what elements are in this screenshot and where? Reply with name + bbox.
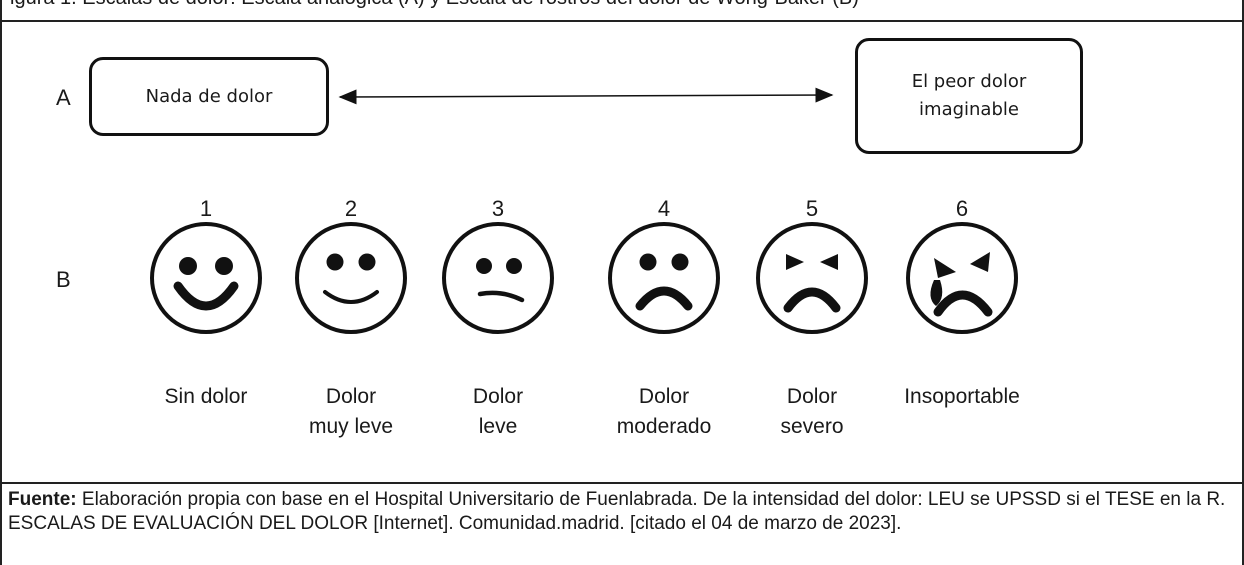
grimacing-face-icon [754, 220, 870, 336]
face-number-3: 3 [491, 196, 505, 221]
slight-smile-face-icon [293, 220, 409, 336]
face-caption-1: Sin dolor [131, 382, 281, 412]
worst-pain-box: El peor dolor imaginable [855, 38, 1083, 154]
face-caption-line: Dolor [325, 385, 377, 408]
no-pain-label: Nada de dolor [145, 85, 273, 107]
face-number-1: 1 [199, 196, 213, 221]
worst-pain-label-line1: El peor dolor [911, 71, 1027, 92]
face-caption-6: Insoportable [887, 382, 1037, 412]
face-caption-line: Insoportable [904, 385, 1020, 408]
face-number-2: 2 [344, 196, 358, 221]
face-number-6: 6 [955, 196, 969, 221]
face-caption-line: moderado [616, 415, 712, 438]
frowning-face-icon [606, 220, 722, 336]
source-text: Elaboración propia con base en el Hospit… [8, 489, 1226, 534]
figure-caption: igura 1. Escalas de dolor: Escala analóg… [10, 0, 859, 10]
face-caption-line: muy leve [308, 415, 394, 438]
face-caption-3: Dolor leve [423, 382, 573, 442]
source-note: Fuente: Elaboración propia con base en e… [8, 488, 1234, 536]
face-caption-5: Dolor severo [737, 382, 887, 442]
row-label-b: B [56, 267, 71, 292]
top-rule [0, 20, 1244, 22]
face-caption-line: severo [780, 415, 844, 438]
face-caption-line: Dolor [638, 385, 690, 408]
face-number-5: 5 [805, 196, 819, 221]
face-caption-2: Dolor muy leve [276, 382, 426, 442]
no-pain-box: Nada de dolor [89, 57, 329, 136]
face-number-4: 4 [657, 196, 671, 221]
face-caption-line: leve [478, 415, 518, 438]
smiling-face-icon [148, 220, 264, 336]
source-label: Fuente: [8, 489, 77, 510]
neutral-face-icon [440, 220, 556, 336]
mid-rule [0, 482, 1244, 484]
face-caption-4: Dolor moderado [589, 382, 739, 442]
worst-pain-label-line2: imaginable [919, 99, 1019, 120]
face-caption-line: Dolor [472, 385, 524, 408]
face-caption-line: Sin dolor [164, 385, 248, 408]
face-caption-line: Dolor [786, 385, 838, 408]
crying-face-icon [904, 220, 1020, 336]
row-label-a: A [56, 85, 71, 110]
